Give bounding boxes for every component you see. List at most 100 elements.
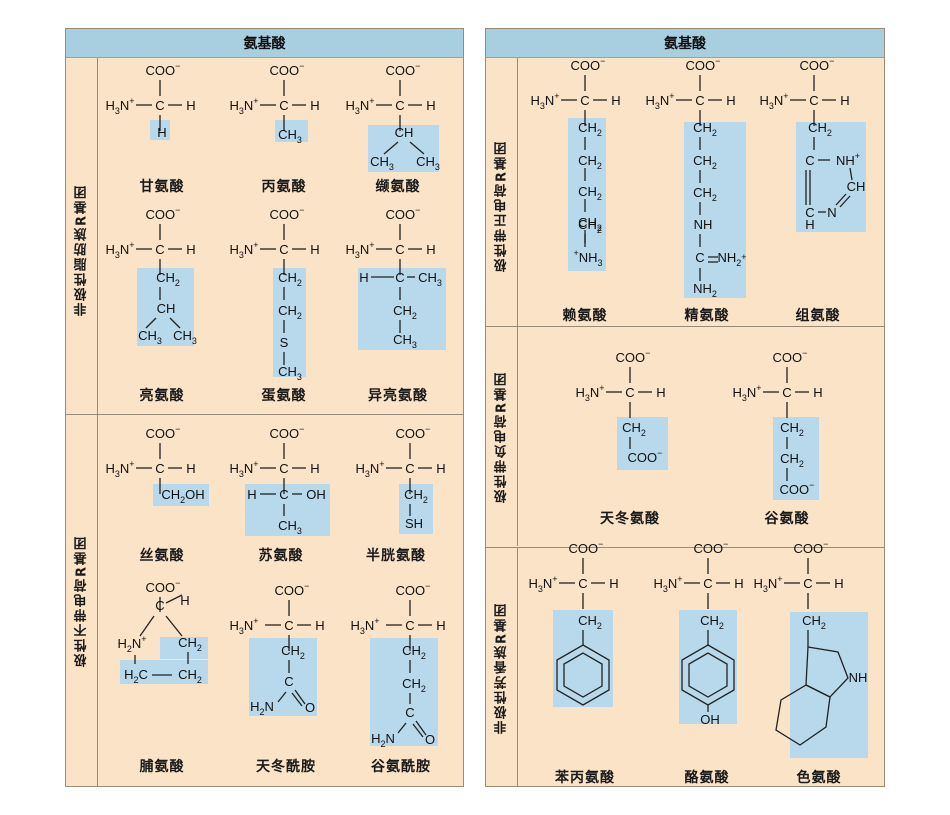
amino-group-label: H3N+ <box>105 240 134 260</box>
atom-label: CH2 <box>693 185 717 203</box>
atom-label: CH2OH <box>161 487 204 505</box>
hydrogen-label: H <box>726 93 735 108</box>
carboxylate-label: COO− <box>386 205 421 222</box>
amino-group-label: H3N+ <box>229 459 258 479</box>
side-chain-highlight <box>368 125 439 172</box>
hydrogen-label: H <box>611 93 620 108</box>
atom-label: CH2 <box>700 613 724 631</box>
atom-label: H <box>157 125 166 140</box>
atom-label: CH2 <box>693 153 717 171</box>
hydrogen-label: H <box>436 461 445 476</box>
atom-label: C <box>279 487 288 502</box>
name-serine: 丝氨酸 <box>139 548 185 564</box>
side-chain-highlight <box>399 484 433 534</box>
alpha-carbon-label: C <box>580 93 589 108</box>
hydrogen-label: H <box>834 576 843 591</box>
alpha-carbon-label: C <box>279 98 288 113</box>
alpha-carbon-label: C <box>284 618 293 633</box>
atom-label: N <box>827 205 836 220</box>
carboxylate-label: COO− <box>270 61 305 78</box>
side-chain-highlight <box>249 638 317 716</box>
bond-line <box>412 723 424 738</box>
right-table-header: 氨基酸 <box>486 29 884 58</box>
atom-label: NH <box>849 670 868 685</box>
bond-line <box>409 141 425 155</box>
name-histidine: 组氨酸 <box>795 308 841 324</box>
carboxylate-label: COO− <box>270 424 305 441</box>
side-chain-highlight <box>773 417 819 500</box>
bond-line <box>169 317 181 329</box>
bond-line <box>849 167 853 181</box>
name-threonine: 苏氨酸 <box>258 548 304 564</box>
bond-line <box>291 692 303 707</box>
indole-five-ring <box>805 646 849 698</box>
hydrogen-label: H <box>656 385 665 400</box>
bond-line <box>839 195 851 208</box>
atom-label: CH2 <box>402 643 426 661</box>
atom-label: CH2 <box>281 643 305 661</box>
alpha-carbon-label: C <box>625 385 634 400</box>
atom-label: CH2 <box>808 120 832 138</box>
side-chain-highlight <box>137 268 194 346</box>
atom-label: CH2 <box>402 676 426 694</box>
right-group-3-gutter: 非极性芳香族R基团 <box>486 548 518 787</box>
bond-line <box>415 720 427 736</box>
atom-label: CH2 <box>622 420 646 438</box>
name-arginine: 精氨酸 <box>684 308 730 324</box>
bond-line <box>383 141 399 155</box>
right-group-1-gutter: 极性带正电荷R基团 <box>486 58 518 354</box>
atom-label: C <box>405 705 414 720</box>
hydrogen-label: H <box>186 242 195 257</box>
name-asparagine: 天冬酰胺 <box>256 759 316 775</box>
name-tryptophan: 色氨酸 <box>796 770 842 786</box>
alpha-carbon-label: C <box>703 576 712 591</box>
atom-label: CH3 <box>278 127 302 145</box>
carboxylate-label: COO− <box>569 539 604 556</box>
atom-label: COO− <box>146 578 181 595</box>
name-glutamate: 谷氨酸 <box>764 511 810 527</box>
atom-label: CH <box>395 125 414 140</box>
atom-label: H <box>359 270 368 285</box>
atom-label: CH2 <box>178 635 202 653</box>
atom-label: CH <box>157 301 176 316</box>
side-chain-highlight <box>153 484 209 506</box>
atom-label: CH2 <box>578 184 602 202</box>
name-aspartate: 天冬氨酸 <box>600 511 660 527</box>
carboxylate-label: COO− <box>396 424 431 441</box>
atom-label: CH2 <box>693 120 717 138</box>
amino-group-label: H3N+ <box>575 383 604 403</box>
hydrogen-label: H <box>186 461 195 476</box>
name-phenylalanine: 苯丙氨酸 <box>555 770 615 786</box>
atom-label: C <box>805 153 814 168</box>
carboxylate-label: COO− <box>146 61 181 78</box>
bond-line <box>165 615 183 637</box>
name-methionine: 蛋氨酸 <box>261 388 307 404</box>
alpha-carbon-label: C <box>782 385 791 400</box>
atom-label: CH3 <box>138 328 162 346</box>
carboxylate-label: COO− <box>694 539 729 556</box>
hydrogen-label: H <box>310 461 319 476</box>
alpha-carbon-label: C <box>809 93 818 108</box>
atom-label: CH2 <box>780 451 804 469</box>
atom-label: CH2 <box>578 120 602 138</box>
carboxylate-label: COO− <box>571 56 606 73</box>
bond-line <box>145 317 157 329</box>
right-group-2-gutter: 极性带负电荷R基团 <box>486 327 518 546</box>
amino-group-label: H3N+ <box>528 574 557 594</box>
carboxylate-label: COO− <box>773 348 808 365</box>
amino-group-label: H3N+ <box>653 574 682 594</box>
name-isoleucine: 异亮氨酸 <box>368 388 428 404</box>
atom-label: CH <box>847 179 866 194</box>
side-chain-highlight <box>553 610 613 707</box>
alpha-carbon-label: C <box>578 576 587 591</box>
atom-label: H2N <box>250 699 274 717</box>
amino-group-label: H3N+ <box>759 91 788 111</box>
atom-label: CH2 <box>404 487 428 505</box>
atom-label: CH2 <box>156 270 180 288</box>
amino-group-label: H3N+ <box>229 240 258 260</box>
atom-label: CH3 <box>278 518 302 536</box>
alpha-carbon-label: C <box>803 576 812 591</box>
atom-label: COO− <box>628 448 663 465</box>
atom-label: NH <box>694 217 713 232</box>
